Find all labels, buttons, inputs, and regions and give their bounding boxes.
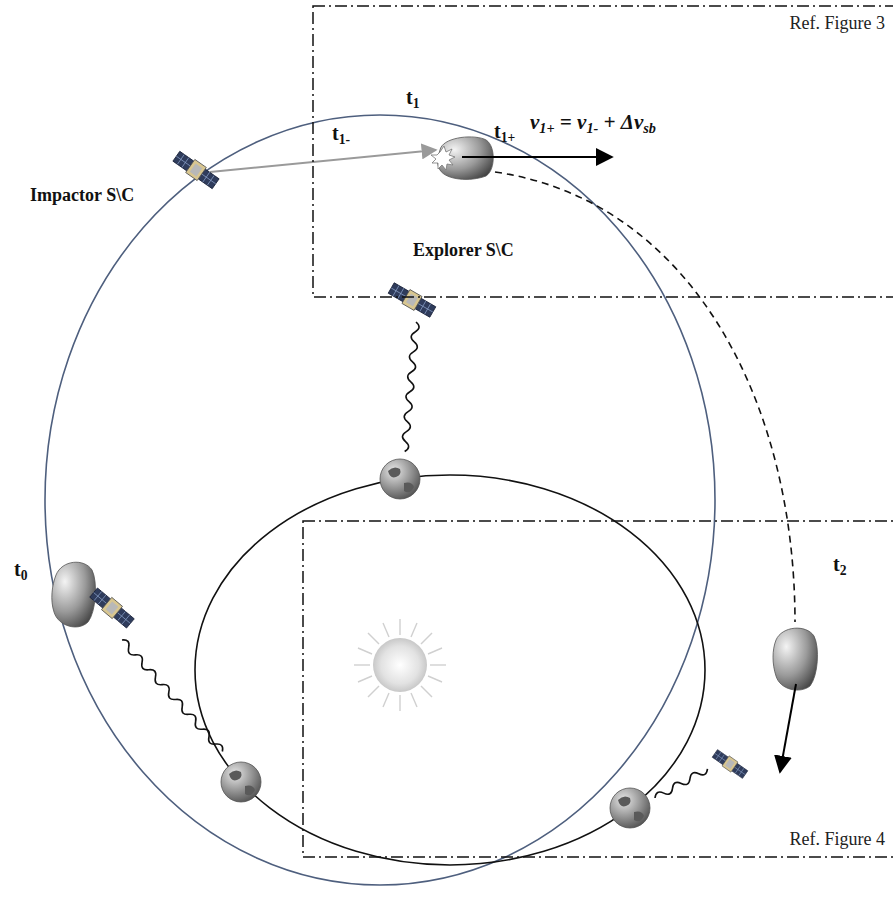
time-label: t0	[14, 558, 27, 584]
velocity-equation: v1+ = v1- + Δvsb	[530, 110, 656, 137]
subscript: sb	[643, 120, 656, 136]
time-label: t1-	[332, 122, 350, 148]
reference-region: Ref. Figure 4	[302, 520, 893, 858]
subscript: 1+	[501, 130, 516, 145]
spacecraft-label: Impactor S\C	[30, 185, 134, 206]
subscript: 1+	[539, 120, 554, 136]
time-label: t2	[833, 553, 846, 579]
region-title: Ref. Figure 3	[790, 13, 885, 34]
subscript: 1-	[586, 120, 598, 136]
region-title: Ref. Figure 4	[790, 829, 885, 850]
subscript: 0	[21, 568, 28, 583]
subscript: 1-	[339, 132, 350, 147]
time-label: t1+	[494, 120, 515, 146]
reference-region: Ref. Figure 3	[312, 5, 893, 298]
dash-dot-outline	[302, 520, 893, 858]
subscript: 1	[413, 96, 420, 111]
spacecraft-label: Explorer S\C	[413, 240, 514, 261]
subscript: 2	[840, 563, 847, 578]
dash-dot-outline	[312, 5, 893, 298]
time-label: t1	[406, 86, 419, 112]
